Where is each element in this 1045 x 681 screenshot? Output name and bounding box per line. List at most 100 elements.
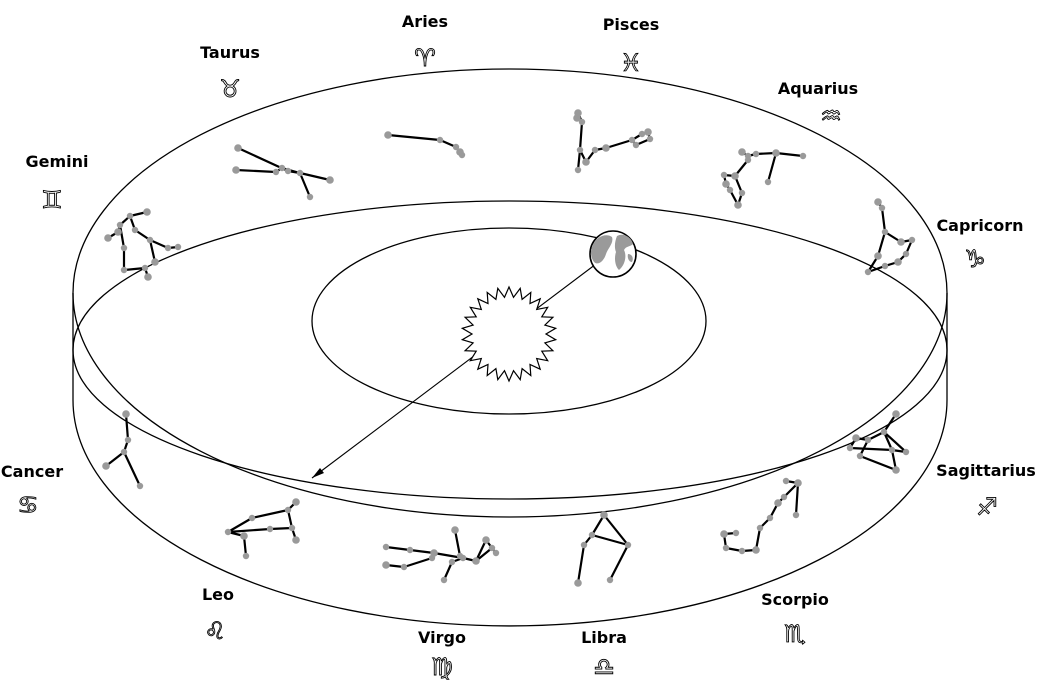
label-aries: Aries <box>402 12 448 31</box>
star-icon <box>734 201 742 209</box>
constellation-gemini <box>104 208 181 281</box>
star-icon <box>125 437 131 443</box>
star-icon <box>147 237 153 243</box>
star-icon <box>793 512 799 518</box>
star-icon <box>647 136 653 142</box>
star-icon <box>482 536 490 544</box>
star-icon <box>121 449 127 455</box>
star-icon <box>757 525 763 531</box>
star-icon <box>607 577 613 583</box>
constellation-line <box>606 140 632 148</box>
star-icon <box>143 208 151 216</box>
sight-line <box>312 258 604 478</box>
virgo-icon: ♍ <box>431 653 453 681</box>
star-icon <box>767 515 773 521</box>
constellation-line <box>124 452 140 486</box>
star-icon <box>407 547 413 553</box>
constellation-line <box>270 528 292 529</box>
star-icon <box>753 151 759 157</box>
taurus-icon: ♉ <box>219 75 241 103</box>
constellation-line <box>120 225 124 248</box>
star-icon <box>383 544 389 550</box>
constellation-line <box>850 448 892 450</box>
constellation-line <box>386 547 410 550</box>
star-icon <box>739 548 745 554</box>
star-icon <box>249 515 255 521</box>
label-leo: Leo <box>202 585 234 604</box>
label-gemini: Gemini <box>25 152 88 171</box>
star-icon <box>225 529 231 535</box>
pisces-icon: ♓ <box>620 49 642 77</box>
star-icon <box>472 557 480 565</box>
constellation-line <box>404 558 432 567</box>
star-icon <box>731 172 739 180</box>
sagittarius-icon: ♐ <box>976 493 998 521</box>
constellation-cancer <box>102 410 143 489</box>
star-icon <box>772 149 780 157</box>
star-icon <box>449 559 455 565</box>
star-icon <box>460 555 466 561</box>
constellation-line <box>796 483 798 515</box>
star-icon <box>104 234 112 242</box>
star-icon <box>722 180 730 188</box>
star-icon <box>121 267 127 273</box>
star-icon <box>441 577 447 583</box>
star-icon <box>882 263 888 269</box>
star-icon <box>273 169 279 175</box>
constellation-line <box>300 173 310 197</box>
star-icon <box>783 478 789 484</box>
constellation-line <box>768 153 776 182</box>
star-icon <box>232 166 240 174</box>
constellation-line <box>252 510 288 518</box>
constellation-line <box>580 122 582 150</box>
star-icon <box>240 532 248 540</box>
star-icon <box>121 245 127 251</box>
label-aquarius: Aquarius <box>778 79 858 98</box>
label-pisces: Pisces <box>603 15 660 34</box>
star-icon <box>489 545 495 551</box>
star-icon <box>721 172 727 178</box>
aquarius-icon: ♒ <box>820 102 842 130</box>
star-icon <box>279 165 285 171</box>
scorpio-icon: ♏ <box>784 620 806 648</box>
star-icon <box>234 144 242 152</box>
constellation-line <box>604 515 628 545</box>
constellation-line <box>860 456 896 470</box>
star-icon <box>493 550 499 556</box>
star-icon <box>581 542 587 548</box>
star-icon <box>720 530 728 538</box>
aries-icon: ♈ <box>414 44 436 72</box>
star-icon <box>142 265 148 271</box>
star-icon <box>285 507 291 513</box>
star-icon <box>897 238 905 246</box>
star-icon <box>573 114 581 122</box>
star-icon <box>243 553 249 559</box>
star-icon <box>879 205 885 211</box>
constellation-capricorn <box>865 198 915 275</box>
constellation-line <box>455 530 460 556</box>
star-icon <box>577 147 583 153</box>
label-taurus: Taurus <box>200 43 260 62</box>
star-icon <box>297 170 303 176</box>
sun-icon <box>462 287 555 381</box>
star-icon <box>144 273 152 281</box>
star-icon <box>267 526 273 532</box>
star-icon <box>865 437 871 443</box>
capricorn-icon: ♑ <box>964 245 986 273</box>
star-icon <box>292 536 300 544</box>
star-icon <box>881 429 887 435</box>
label-sagittarius: Sagittarius <box>936 461 1036 480</box>
star-icon <box>745 157 751 163</box>
cancer-icon: ♋ <box>17 491 39 519</box>
star-icon <box>137 483 143 489</box>
earth-globe-icon <box>590 231 636 277</box>
label-capricorn: Capricorn <box>936 216 1023 235</box>
star-icon <box>752 546 760 554</box>
star-icon <box>727 187 733 193</box>
star-icon <box>575 167 581 173</box>
constellation-aquarius <box>721 148 806 209</box>
star-icon <box>600 511 608 519</box>
constellation-line <box>126 414 128 440</box>
star-icon <box>117 222 123 228</box>
